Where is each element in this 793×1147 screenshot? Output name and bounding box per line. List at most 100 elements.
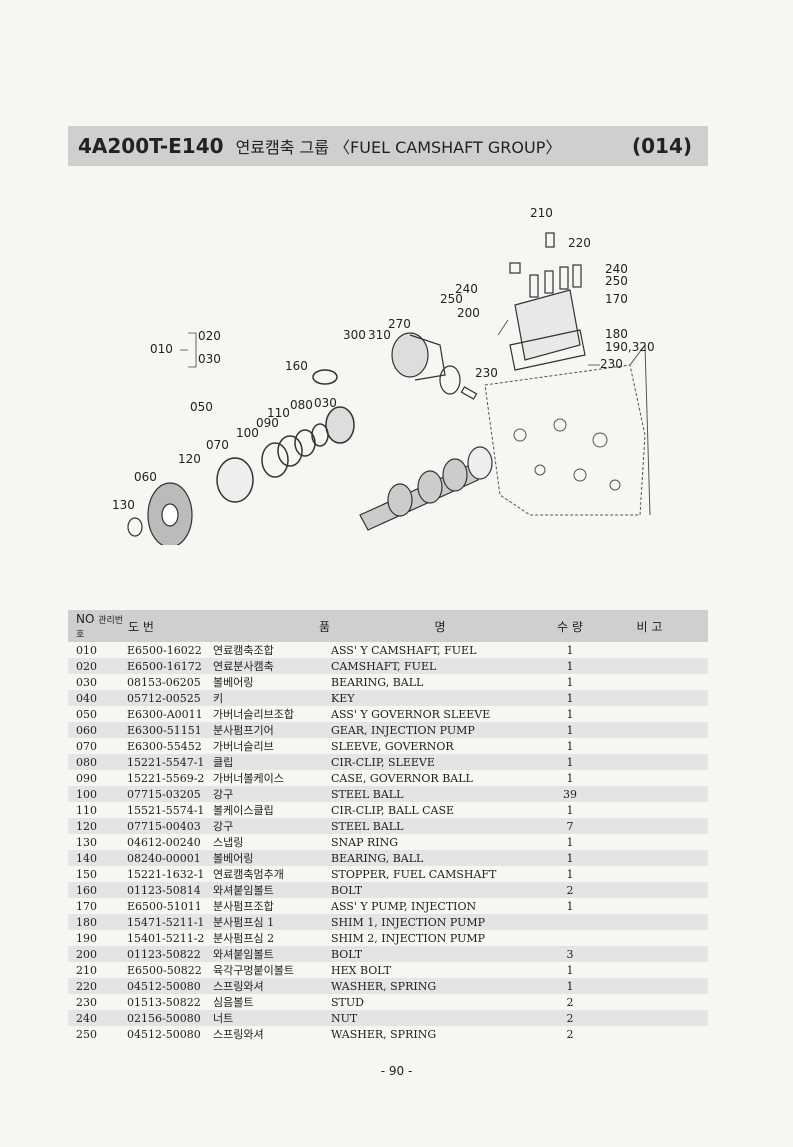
row-no: 250 — [76, 1027, 97, 1041]
row-no: 180 — [68, 914, 127, 930]
injection-pump-gear-drawing — [127, 482, 193, 545]
row-part-no: 01123-50822 — [127, 946, 213, 962]
page-number: - 90 - — [380, 1064, 413, 1078]
row-part-no: 15221-5569-2 — [127, 771, 205, 785]
row-remarks — [591, 690, 708, 706]
callout-110: 110 — [267, 406, 290, 420]
row-part-no: 04612-00240 — [127, 835, 201, 849]
row-part-no: 04512-50080 — [127, 1027, 201, 1041]
row-qty: 2 — [566, 1027, 574, 1041]
callout-030-b: 030 — [314, 396, 337, 410]
engine-block-drawing — [484, 343, 651, 516]
camshaft-drawing — [359, 446, 493, 531]
row-qty: 7 — [549, 818, 591, 834]
row-qty: 39 — [549, 786, 591, 802]
row-name-en: CAMSHAFT, FUEL — [331, 658, 549, 674]
row-remarks — [591, 658, 708, 674]
row-name-en: STOPPER, FUEL CAMSHAFT — [331, 867, 497, 881]
row-no: 090 — [76, 771, 97, 785]
row-no: 100 — [68, 786, 127, 802]
row-name-kr: 육각구멍붙이볼트 — [213, 964, 294, 977]
row-qty: 1 — [566, 675, 574, 689]
row-no: 030 — [76, 675, 97, 689]
row-name-kr: 분사펌프기어 — [213, 722, 331, 738]
row-qty: 1 — [549, 754, 591, 770]
row-remarks — [591, 802, 708, 818]
row-qty: 1 — [566, 771, 574, 785]
row-no: 150 — [76, 867, 97, 881]
row-qty: 1 — [566, 707, 574, 721]
row-name-en: BEARING, BALL — [331, 675, 424, 689]
row-name-kr: 볼베어링 — [213, 850, 331, 866]
row-name-kr: 와셔붙임볼트 — [213, 882, 331, 898]
row-name-en: STEEL BALL — [331, 818, 549, 834]
callout-120: 120 — [178, 452, 201, 466]
row-remarks — [591, 898, 708, 914]
row-name-kr: 분사펌프심 1 — [213, 914, 331, 930]
row-part-no: E6500-50822 — [127, 963, 202, 977]
row-no: 120 — [68, 818, 127, 834]
row-qty: 1 — [566, 803, 574, 817]
row-part-no: 01513-50822 — [127, 995, 201, 1009]
row-part-no: 15401-5211-2 — [127, 931, 205, 945]
row-qty: 1 — [549, 978, 591, 994]
row-remarks — [591, 1026, 708, 1042]
row-part-no: E6500-16022 — [127, 643, 202, 657]
callout-090: 090 — [256, 416, 279, 430]
row-name-kr: 스프링와셔 — [213, 1028, 264, 1041]
row-name-en: CASE, GOVERNOR BALL — [331, 771, 473, 785]
row-qty — [549, 914, 591, 930]
row-qty: 1 — [566, 739, 574, 753]
row-part-no: E6500-16172 — [127, 658, 213, 674]
row-name-kr: 가버너슬리브조합 — [213, 708, 294, 721]
callout-180: 180 — [605, 327, 628, 341]
row-qty: 2 — [549, 882, 591, 898]
row-part-no: 01123-50814 — [127, 882, 213, 898]
row-qty: 1 — [566, 835, 574, 849]
row-name-kr: 연료캠축멈추개 — [213, 868, 284, 881]
row-name-kr: 스냅링 — [213, 836, 244, 849]
row-qty: 2 — [549, 1010, 591, 1026]
leader-lines — [180, 319, 600, 368]
row-no: 070 — [76, 739, 97, 753]
row-part-no: 07715-00403 — [127, 818, 213, 834]
row-name-kr: 강구 — [213, 786, 331, 802]
row-remarks — [591, 834, 708, 850]
callout-050: 050 — [190, 400, 213, 414]
row-name-en: ASS' Y CAMSHAFT, FUEL — [331, 643, 477, 657]
row-no: 170 — [76, 899, 97, 913]
row-name-en: ASS' Y PUMP, INJECTION — [331, 899, 477, 913]
row-no: 240 — [68, 1010, 127, 1026]
row-part-no: 04512-50080 — [127, 978, 213, 994]
row-no: 160 — [68, 882, 127, 898]
callout-020: 020 — [198, 329, 221, 343]
row-name-kr: 분사펌프조합 — [213, 900, 274, 913]
header-part-no: 도 번 — [127, 610, 213, 642]
callout-010: 010 — [150, 342, 173, 356]
row-name-kr: 너트 — [213, 1010, 331, 1026]
row-no: 050 — [76, 707, 97, 721]
callout-100: 100 — [236, 426, 259, 440]
row-qty: 1 — [549, 850, 591, 866]
row-part-no: 07715-03205 — [127, 786, 213, 802]
row-qty: 1 — [566, 867, 574, 881]
row-name-en: ASS' Y GOVERNOR SLEEVE — [331, 707, 491, 721]
callout-230: 230 — [600, 357, 623, 371]
exploded-parts-diagram: 210 220 240 250 170 240 250 200 270 300 … — [112, 206, 655, 545]
injection-pump-drawing — [509, 232, 586, 371]
row-no: 060 — [68, 722, 127, 738]
row-name-kr: 클립 — [213, 754, 331, 770]
row-no: 110 — [76, 803, 97, 817]
callout-030: 030 — [198, 352, 221, 366]
row-remarks — [591, 770, 708, 786]
row-name-en: WASHER, SPRING — [331, 1027, 437, 1041]
